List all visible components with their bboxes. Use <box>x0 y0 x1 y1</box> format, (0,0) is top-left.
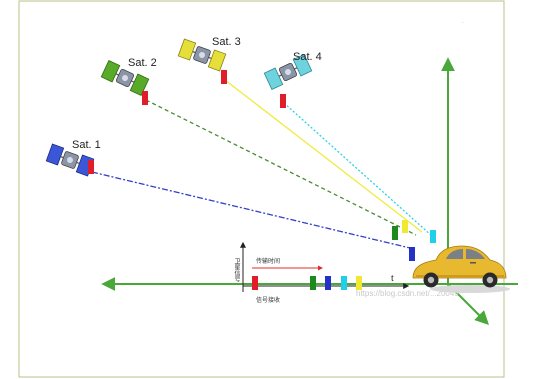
timeline-pulse-green <box>310 276 316 290</box>
receiver-pulse-yellow <box>402 220 408 233</box>
signal-line-sat4 <box>283 102 433 237</box>
satellite-4 <box>263 54 313 90</box>
timeline-pulse-yellow <box>356 276 362 290</box>
corner-dot: · <box>462 20 464 26</box>
signal-line-sat2 <box>145 99 417 236</box>
satellite-2 <box>100 60 150 96</box>
timeline-pulse-blue <box>325 276 331 290</box>
sat3-signal <box>221 70 227 84</box>
receiver-pulse-green <box>392 226 398 240</box>
watermark: https://blog.csdn.net/...20049 <box>356 289 459 298</box>
signal-line-sat1 <box>91 171 411 249</box>
sat2-label: Sat. 2 <box>128 57 157 69</box>
satellite-3 <box>177 38 227 72</box>
sat4-signal <box>280 94 286 108</box>
sat3-label: Sat. 3 <box>212 36 241 48</box>
sat2-signal <box>142 91 148 105</box>
t-label: t <box>391 273 394 284</box>
sat1-label: Sat. 1 <box>72 139 101 151</box>
timeline-pulse-red <box>252 276 258 290</box>
car <box>412 245 510 293</box>
signal-line-sat3 <box>224 79 423 233</box>
sat1-signal <box>88 160 94 174</box>
receiver-pulse-blue <box>409 247 415 261</box>
timeline-y-label: 卫星信号 <box>233 258 240 283</box>
transmission-label: 传输时间 <box>256 257 280 265</box>
sat4-label: Sat. 4 <box>293 51 322 63</box>
frame <box>18 0 505 378</box>
timeline-pulse-cyan <box>341 276 347 290</box>
reception-label: 信号接收 <box>256 296 280 304</box>
receiver-pulse-cyan <box>430 230 436 243</box>
